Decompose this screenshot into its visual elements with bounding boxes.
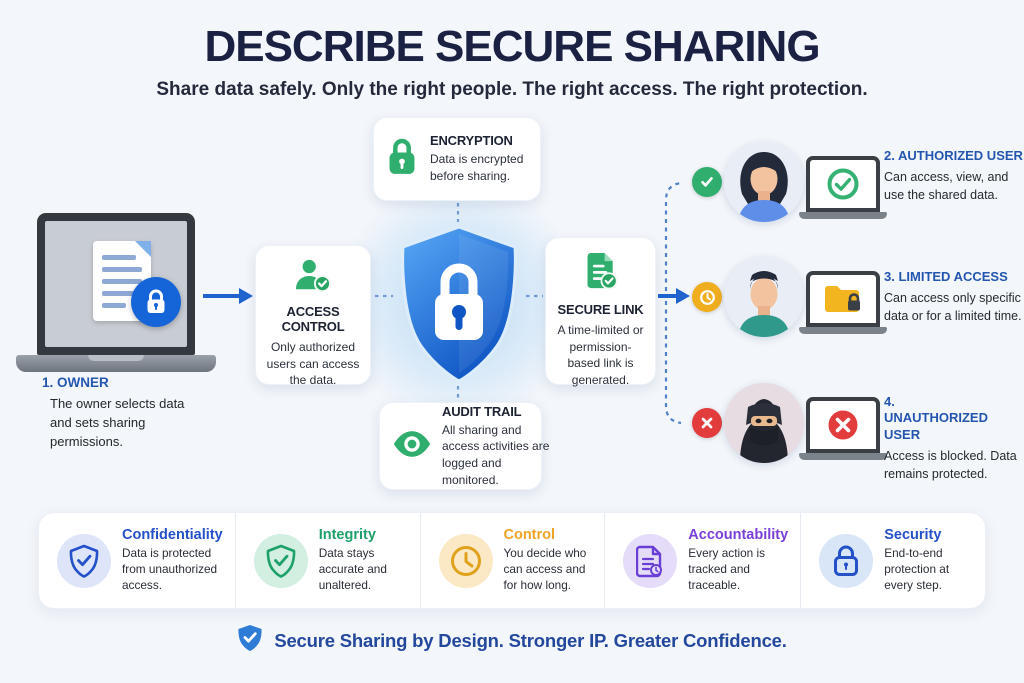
document-log-icon [623,533,678,588]
principle-description: Data is protected from unauthorized acce… [122,546,218,592]
check-circle-icon [806,156,880,212]
lock-icon [819,533,874,588]
principle-description: End-to-end protection at every step. [884,546,950,592]
page-title: DESCRIBE SECURE SHARING [204,22,820,71]
card-secure-link: SECURE LINK A time-limited or permission… [545,237,656,387]
limited-user-text: 3. LIMITED ACCESS Can access only specif… [884,269,1024,326]
access-control-title: ACCESS CONTROL [281,304,345,334]
owner-heading: 1. OWNER [42,375,109,390]
eye-icon [392,430,432,463]
principle-title: Security [884,527,942,544]
owner-description: The owner selects data and sets sharing … [50,396,185,449]
principle-accountability: Accountability Every action is tracked a… [604,513,800,608]
principle-description: Data stays accurate and unaltered. [318,546,387,592]
access-control-description: Only authorized users can access the dat… [266,340,360,388]
owner-laptop-display [45,221,187,347]
owner-laptop-base [16,355,216,372]
unauthorized-user-text: 4. UNAUTHORIZED USER Access is blocked. … [884,394,1024,483]
limited-user-heading: 3. LIMITED ACCESS [884,269,1008,284]
principle-title: Accountability [688,527,789,544]
principles-bar: Confidentiality Data is protected from u… [38,512,986,609]
authorized-user-avatar [724,142,804,222]
audit-trail-description: All sharing and access activities are lo… [442,422,550,487]
document-check-icon [583,250,619,297]
secure-link-title: SECURE LINK [557,302,644,317]
principle-title: Integrity [318,527,376,544]
clock-badge-icon [692,282,722,312]
principle-description: You decide who can access and for how lo… [503,546,587,592]
limited-user-description: Can access only specific data or for a l… [884,291,1022,324]
lock-icon [386,137,418,182]
authorized-user-heading: 2. AUTHORIZED USER [884,148,1023,163]
check-badge-icon [692,167,722,197]
user-check-icon [294,258,332,299]
shield-check-icon [253,533,308,588]
card-audit-trail: AUDIT TRAIL All sharing and access activ… [379,402,549,490]
shield-lock-icon [401,225,517,383]
page-subtitle: Share data safely. Only the right people… [156,79,868,100]
footer-text: Secure Sharing by Design. Stronger IP. G… [274,629,787,651]
locked-folder-icon [806,271,880,327]
principle-confidentiality: Confidentiality Data is protected from u… [39,513,235,608]
secure-link-description: A time-limited or permission-based link … [557,323,644,387]
limited-user-avatar [724,257,804,337]
encryption-title: ENCRYPTION [430,133,513,149]
footer-tagline: Secure Sharing by Design. Stronger IP. G… [0,624,1024,657]
principle-control: Control You decide who can access and fo… [419,513,605,608]
authorized-user-text: 2. AUTHORIZED USER Can access, view, and… [884,148,1024,205]
principle-title: Confidentiality [122,527,223,544]
cross-badge-icon [692,408,722,438]
principle-integrity: Integrity Data stays accurate and unalte… [234,513,420,608]
principle-title: Control [503,527,556,544]
shield-check-icon [57,533,111,588]
card-access-control: ACCESS CONTROL Only authorized users can… [255,245,371,387]
audit-trail-title: AUDIT TRAIL [442,403,522,419]
principle-description: Every action is tracked and traceable. [688,546,766,592]
authorized-user-description: Can access, view, and use the shared dat… [884,170,1009,203]
authorized-user-laptop [799,156,887,219]
unauthorized-user-avatar [724,383,804,463]
unauthorized-user-heading: 4. UNAUTHORIZED USER [884,394,988,442]
blocked-icon [806,397,880,453]
encryption-description: Data is encrypted before sharing. [430,152,524,183]
clock-icon [438,533,493,588]
shield-check-icon [237,624,263,657]
principle-security: Security End-to-end protection at every … [800,513,985,608]
owner-laptop-screen [37,213,195,355]
card-encryption: ENCRYPTION Data is encrypted before shar… [373,117,541,201]
unauthorized-user-description: Access is blocked. Data remains protecte… [884,448,1017,481]
unauthorized-user-laptop [799,397,887,460]
limited-user-laptop [799,271,887,334]
lock-icon [131,277,181,327]
